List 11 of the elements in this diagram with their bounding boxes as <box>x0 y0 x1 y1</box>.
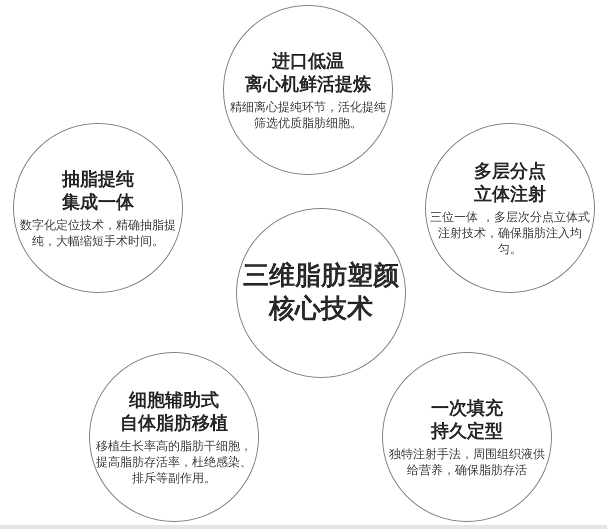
feature-description: 三位一体 ，多层次分点立体式注射技术，确保脂肪注入均匀。 <box>430 208 590 256</box>
feature-heading: 进口低温离心机鲜活提炼 <box>245 50 371 96</box>
feature-heading: 细胞辅助式自体脂肪移植 <box>120 388 228 434</box>
center-title: 三维脂肪塑颜核心技术 <box>243 260 399 326</box>
feature-description: 独特注射手法，周围组织液供给营养，确保脂肪存活 <box>389 446 545 478</box>
feature-heading: 抽脂提纯集成一体 <box>62 168 134 214</box>
feature-heading: 一次填充持久定型 <box>431 396 503 442</box>
feature-heading: 多层分点立体注射 <box>474 160 546 206</box>
feature-description: 数字化定位技术，精确抽脂提纯，大幅缩短手术时间。 <box>19 216 177 248</box>
feature-description: 移植生长率高的脂肪干细胞，提高脂肪存活率，杜绝感染、排斥等副作用。 <box>96 438 252 486</box>
feature-description: 精细离心提纯环节，活化提纯筛选优质脂肪细胞。 <box>230 98 386 130</box>
